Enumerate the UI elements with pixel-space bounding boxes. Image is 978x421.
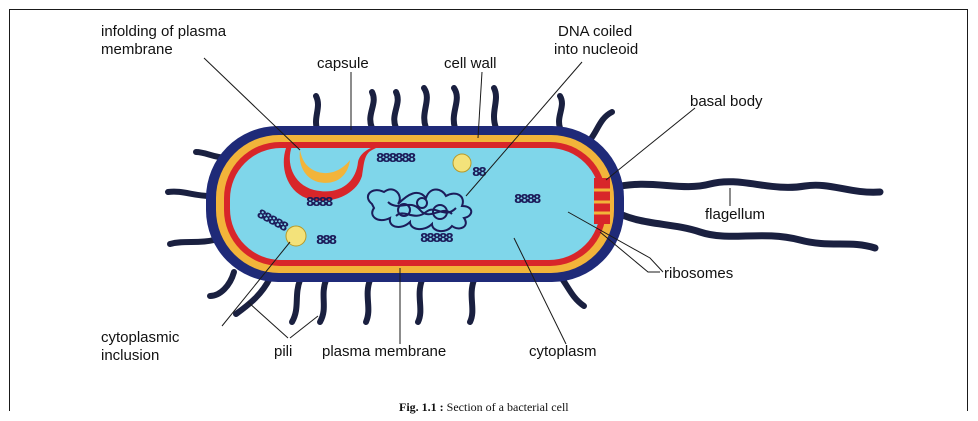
- ribosome-cluster: 888: [316, 233, 337, 247]
- pilus: [470, 280, 474, 322]
- inclusion: [453, 154, 471, 172]
- label-dna-line2: into nucleoid: [554, 41, 638, 58]
- pilus: [559, 96, 562, 128]
- pilus: [394, 92, 397, 128]
- label-infolding-line2: membrane: [101, 41, 173, 58]
- label-flagellum: flagellum: [705, 206, 765, 223]
- pilus: [590, 112, 612, 140]
- ribosome-cluster: 8888: [514, 192, 541, 206]
- ribosome-cluster: 88: [472, 165, 486, 179]
- figure-caption: Fig. 1.1 : Section of a bacterial cell: [399, 400, 569, 414]
- ribosome-cluster: 888888: [376, 151, 416, 165]
- pilus: [494, 88, 496, 128]
- basal-body: [594, 178, 610, 224]
- pilus: [210, 272, 234, 296]
- label-plasma-membrane: plasma membrane: [322, 343, 446, 360]
- pilus: [370, 92, 373, 128]
- pilus: [236, 278, 270, 314]
- label-pili: pili: [274, 343, 292, 360]
- pilus: [424, 88, 427, 128]
- pilus: [454, 88, 457, 128]
- pilus: [418, 280, 422, 322]
- ribosome-cluster: 88888: [420, 231, 453, 245]
- ribosome-cluster: 8888: [306, 195, 333, 209]
- caption-number: Fig. 1.1 :: [399, 400, 444, 414]
- pilus: [366, 280, 370, 322]
- label-cell-wall: cell wall: [444, 55, 497, 72]
- label-capsule: capsule: [317, 55, 369, 72]
- label-cytoplasm: cytoplasm: [529, 343, 597, 360]
- pilus: [292, 280, 300, 322]
- caption-text: Section of a bacterial cell: [444, 400, 570, 414]
- label-cytoplasmic-inclusion-line1: cytoplasmic: [101, 329, 180, 346]
- pilus: [320, 280, 326, 322]
- label-ribosomes: ribosomes: [664, 265, 733, 282]
- label-infolding-line1: infolding of plasma: [101, 23, 227, 40]
- label-dna-line1: DNA coiled: [558, 23, 632, 40]
- label-cytoplasmic-inclusion-line2: inclusion: [101, 347, 159, 364]
- pilus: [170, 240, 214, 244]
- flagellum: [612, 182, 880, 193]
- label-basal-body: basal body: [690, 93, 763, 110]
- pilus: [168, 192, 210, 196]
